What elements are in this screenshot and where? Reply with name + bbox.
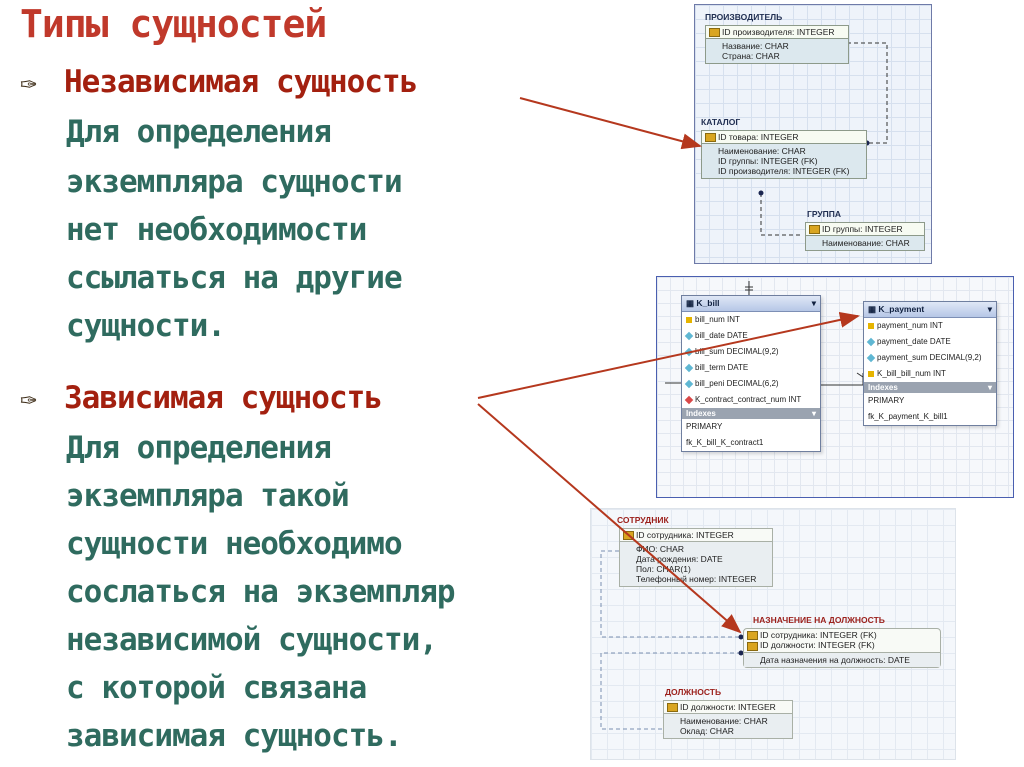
key-icon	[868, 322, 874, 329]
table-k-bill: ▦ K_bill ▾ bill_num INT bill_date DATE bi…	[681, 295, 821, 452]
attribute: Пол: CHAR(1)	[636, 564, 691, 575]
attribute: Название: CHAR	[722, 41, 789, 52]
dependent-line: сущности необходимо	[66, 526, 403, 562]
dependent-line: независимой сущности,	[66, 622, 438, 658]
er-diagram-catalog: ПРОИЗВОДИТЕЛЬ ID производителя: INTEGER …	[694, 4, 932, 264]
index-row: PRIMARY	[686, 422, 723, 431]
independent-heading-text: Независимая сущность	[64, 64, 418, 100]
indexes-label: Indexes	[686, 409, 716, 418]
pk-attribute: ID сотрудника: INTEGER	[636, 530, 734, 540]
table-icon: ▦	[686, 298, 697, 308]
chevron-down-icon[interactable]: ▾	[811, 298, 816, 308]
key-icon	[667, 703, 678, 713]
table-title: K_bill	[696, 298, 720, 308]
attribute: ФИО: CHAR	[636, 544, 684, 555]
chevron-down-icon[interactable]: ▾	[811, 409, 816, 418]
chevron-down-icon[interactable]: ▾	[987, 304, 992, 314]
slide-title: Типы сущностей	[20, 2, 327, 46]
pen-nib-icon: ✑	[20, 66, 37, 99]
pk-attribute: ID группы: INTEGER	[822, 224, 903, 234]
dependent-line: Для определения	[66, 430, 332, 466]
entity-manufacturer: ID производителя: INTEGER Название: CHAR…	[705, 25, 849, 65]
key-icon	[705, 133, 716, 143]
table-icon: ▦	[868, 304, 879, 314]
attribute: Дата назначения на должность: DATE	[760, 654, 910, 665]
entity-title-group: ГРУППА	[807, 209, 842, 219]
attribute: Наименование: CHAR	[680, 716, 768, 727]
dependent-line: зависимая сущность.	[66, 718, 403, 754]
table-title: K_payment	[878, 304, 925, 314]
dependent-heading-text: Зависимая сущность	[64, 380, 383, 416]
column: payment_sum DECIMAL(9,2)	[877, 353, 982, 362]
indexes-label: Indexes	[868, 383, 898, 392]
entity-group: ID группы: INTEGER Наименование: CHAR	[805, 222, 925, 252]
pk-attribute: ID производителя: INTEGER	[722, 27, 835, 37]
independent-line: Для определения	[66, 114, 332, 150]
column: payment_num INT	[877, 321, 943, 330]
column: bill_num INT	[695, 315, 740, 324]
er-relations-3	[600, 550, 744, 730]
dependent-line: сослаться на экземпляр	[66, 574, 456, 610]
entity-assignment: ID сотрудника: INTEGER (FK) ID должности…	[743, 628, 941, 668]
column: bill_term DATE	[695, 363, 749, 372]
independent-line: сущности.	[66, 308, 226, 344]
column: K_contract_contract_num INT	[695, 395, 802, 404]
column: bill_sum DECIMAL(9,2)	[695, 347, 779, 356]
pk-attribute: ID должности: INTEGER	[680, 702, 776, 712]
entity-title-employee: СОТРУДНИК	[617, 515, 669, 525]
dependent-line: с которой связана	[66, 670, 367, 706]
column: K_bill_bill_num INT	[877, 369, 946, 378]
entity-employee: ID сотрудника: INTEGER ФИО: CHAR Дата ро…	[619, 528, 773, 588]
entity-position: ID должности: INTEGER Наименование: CHAR…	[663, 700, 793, 740]
er-diagram-billing: ▦ K_bill ▾ bill_num INT bill_date DATE bi…	[656, 276, 1014, 498]
attribute: Наименование: CHAR	[718, 146, 806, 157]
pen-nib-icon: ✑	[20, 382, 37, 415]
attribute: Оклад: CHAR	[680, 726, 734, 737]
key-icon	[747, 631, 758, 641]
index-row: fk_K_bill_K_contract1	[686, 438, 764, 447]
attribute: Страна: CHAR	[722, 51, 780, 62]
arrow-dependent-to-payment	[477, 311, 860, 399]
entity-title-assignment: НАЗНАЧЕНИЕ НА ДОЛЖНОСТЬ	[753, 615, 885, 625]
attribute: Телефонный номер: INTEGER	[636, 574, 757, 585]
entity-title-position: ДОЛЖНОСТЬ	[665, 687, 722, 697]
attribute: ID производителя: INTEGER (FK)	[718, 166, 850, 177]
key-icon	[809, 225, 820, 235]
entity-title-manufacturer: ПРОИЗВОДИТЕЛЬ	[705, 12, 783, 22]
arrow-dependent-to-assignment	[477, 403, 742, 634]
attribute: Дата рождения: DATE	[636, 554, 723, 565]
key-icon	[868, 370, 874, 377]
independent-heading: ✑ Независимая сущность	[20, 64, 418, 100]
column: bill_date DATE	[695, 331, 748, 340]
table-k-payment: ▦ K_payment ▾ payment_num INT payment_dat…	[863, 301, 997, 426]
pk-attribute: ID товара: INTEGER	[718, 132, 799, 142]
key-icon	[709, 28, 720, 38]
pk-attribute: ID должности: INTEGER (FK)	[760, 640, 875, 651]
index-row: fk_K_payment_K_bill1	[868, 412, 948, 421]
er-diagram-staff: СОТРУДНИК ID сотрудника: INTEGER ФИО: CH…	[590, 508, 956, 760]
column: bill_peni DECIMAL(6,2)	[695, 379, 779, 388]
pk-attribute: ID сотрудника: INTEGER (FK)	[760, 630, 877, 640]
independent-line: экземпляра сущности	[66, 164, 403, 200]
index-row: PRIMARY	[868, 396, 905, 405]
key-icon	[747, 641, 758, 651]
dependent-heading: ✑ Зависимая сущность	[20, 380, 383, 416]
independent-line: ссылаться на другие	[66, 260, 403, 296]
er-relations-1	[758, 42, 888, 236]
key-icon	[686, 316, 692, 323]
independent-line: нет необходимости	[66, 212, 367, 248]
chevron-down-icon[interactable]: ▾	[987, 383, 992, 392]
attribute: ID группы: INTEGER (FK)	[718, 156, 818, 167]
column: payment_date DATE	[877, 337, 951, 346]
dependent-line: экземпляра такой	[66, 478, 350, 514]
entity-catalog: ID товара: INTEGER Наименование: CHAR ID…	[701, 130, 867, 180]
entity-title-catalog: КАТАЛОГ	[701, 117, 741, 127]
arrow-independent-to-catalog	[519, 97, 702, 150]
attribute: Наименование: CHAR	[822, 238, 910, 249]
